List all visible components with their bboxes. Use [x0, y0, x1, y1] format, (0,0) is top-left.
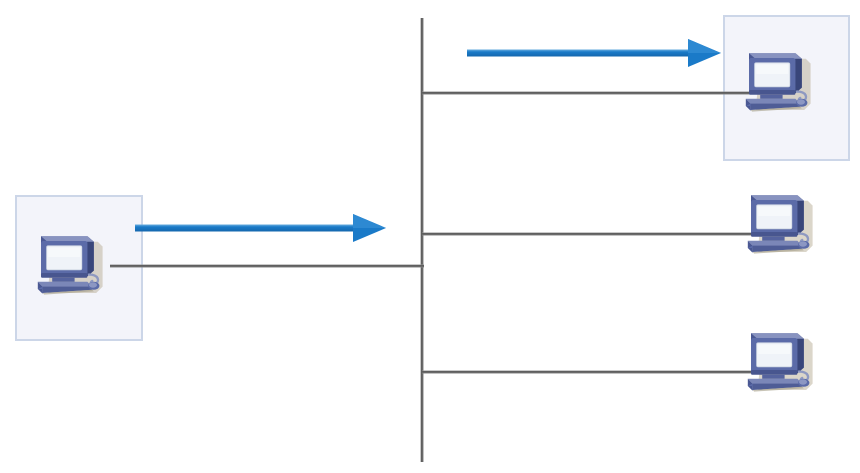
- drop-line-middle: [422, 232, 760, 236]
- drop-line-top: [422, 91, 760, 95]
- idle-computer-bottom-icon: [746, 332, 814, 393]
- network-bus-backbone: [420, 18, 424, 462]
- transmit-arrow-bus-to-receiver: [467, 39, 721, 67]
- drop-line-bottom: [422, 370, 760, 374]
- sender-computer-icon: [36, 234, 104, 296]
- idle-computer-middle-icon: [746, 193, 814, 255]
- transmit-arrow-sender-to-bus: [135, 214, 386, 242]
- drop-line-sender: [110, 264, 424, 268]
- receiver-computer-top-icon: [744, 52, 812, 113]
